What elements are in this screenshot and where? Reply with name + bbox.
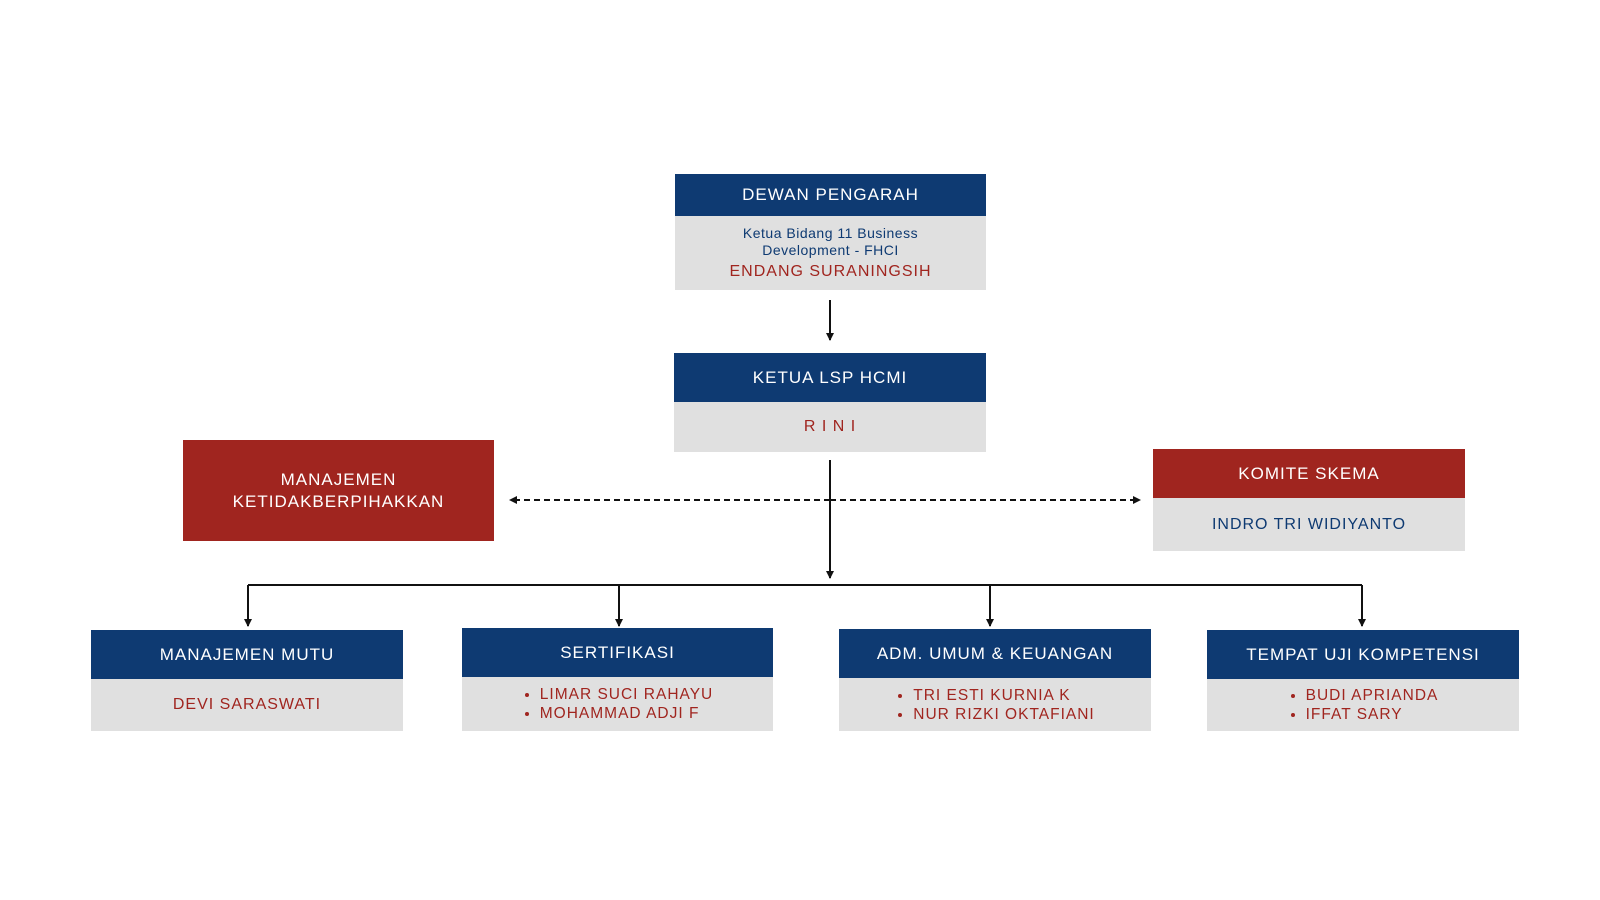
- unit-title: SERTIFIKASI: [462, 628, 773, 677]
- list-item: LIMAR SUCI RAHAYU: [540, 685, 713, 704]
- ketua-lsp-title: KETUA LSP HCMI: [674, 353, 986, 402]
- komite-skema-title: KOMITE SKEMA: [1153, 449, 1465, 498]
- unit-tempat-uji-kompetensi: TEMPAT UJI KOMPETENSI BUDI APRIANDA IFFA…: [1207, 630, 1519, 731]
- member-list: LIMAR SUCI RAHAYU MOHAMMAD ADJI F: [522, 685, 713, 723]
- member-list: BUDI APRIANDA IFFAT SARY: [1288, 686, 1439, 724]
- unit-body: BUDI APRIANDA IFFAT SARY: [1207, 679, 1519, 731]
- dewan-pengarah-title: DEWAN PENGARAH: [675, 174, 986, 216]
- list-item: NUR RIZKI OKTAFIANI: [913, 705, 1094, 724]
- unit-manajemen-mutu: MANAJEMEN MUTU DEVI SARASWATI: [91, 630, 403, 731]
- komite-skema-name: INDRO TRI WIDIYANTO: [1211, 515, 1407, 533]
- manajemen-ketidakberpihakan-box: MANAJEMEN KETIDAKBERPIHAKKAN: [183, 440, 494, 541]
- unit-body: TRI ESTI KURNIA K NUR RIZKI OKTAFIANI: [839, 678, 1151, 731]
- list-item: MOHAMMAD ADJI F: [540, 704, 713, 723]
- unit-body: DEVI SARASWATI: [91, 679, 403, 731]
- unit-title: TEMPAT UJI KOMPETENSI: [1207, 630, 1519, 679]
- komite-skema-box: KOMITE SKEMA INDRO TRI WIDIYANTO: [1153, 449, 1465, 551]
- unit-title: ADM. UMUM & KEUANGAN: [839, 629, 1151, 678]
- manajemen-ketidakberpihakan-title: MANAJEMEN KETIDAKBERPIHAKKAN: [232, 469, 445, 511]
- unit-body: LIMAR SUCI RAHAYU MOHAMMAD ADJI F: [462, 677, 773, 731]
- dewan-pengarah-box: DEWAN PENGARAH Ketua Bidang 11 Business …: [675, 174, 986, 290]
- dewan-pengarah-name: ENDANG SURANINGSIH: [729, 263, 932, 280]
- unit-sertifikasi: SERTIFIKASI LIMAR SUCI RAHAYU MOHAMMAD A…: [462, 628, 773, 731]
- ketua-lsp-box: KETUA LSP HCMI R I N I: [674, 353, 986, 452]
- dewan-pengarah-subtitle: Ketua Bidang 11 Business Development - F…: [742, 225, 919, 258]
- komite-skema-body: INDRO TRI WIDIYANTO: [1153, 498, 1465, 551]
- list-item: TRI ESTI KURNIA K: [913, 686, 1094, 705]
- unit-member: DEVI SARASWATI: [172, 696, 322, 713]
- unit-title: MANAJEMEN MUTU: [91, 630, 403, 679]
- unit-adm-umum-keuangan: ADM. UMUM & KEUANGAN TRI ESTI KURNIA K N…: [839, 629, 1151, 731]
- dewan-pengarah-body: Ketua Bidang 11 Business Development - F…: [675, 216, 986, 290]
- ketua-lsp-name: R I N I: [803, 418, 857, 435]
- list-item: BUDI APRIANDA: [1306, 686, 1439, 705]
- list-item: IFFAT SARY: [1306, 705, 1439, 724]
- ketua-lsp-body: R I N I: [674, 402, 986, 452]
- member-list: TRI ESTI KURNIA K NUR RIZKI OKTAFIANI: [895, 686, 1094, 724]
